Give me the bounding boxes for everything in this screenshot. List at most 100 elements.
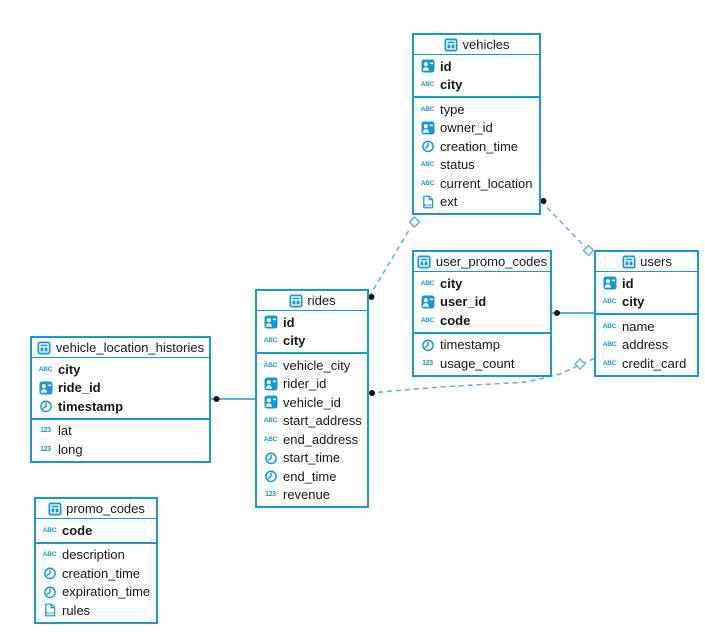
column-row[interactable]: ABC city bbox=[414, 274, 550, 293]
relationship-dot-marker bbox=[540, 198, 547, 204]
column-name: start_time bbox=[283, 450, 341, 466]
column-name: current_location bbox=[440, 175, 533, 191]
svg-text:JSON: JSON bbox=[45, 612, 55, 616]
column-name: city bbox=[58, 361, 81, 377]
column-row[interactable]: creation_time bbox=[36, 564, 156, 583]
number-123-icon: 123 bbox=[265, 491, 276, 499]
column-row[interactable]: creation_time bbox=[414, 137, 539, 156]
table-header[interactable]: promo_codes bbox=[36, 499, 156, 519]
clock-icon bbox=[420, 338, 435, 352]
column-name: end_time bbox=[283, 468, 337, 484]
table-grid-icon bbox=[288, 294, 303, 308]
text-abc-icon: ABC bbox=[420, 316, 435, 324]
table-header[interactable]: user_promo_codes bbox=[414, 252, 550, 272]
user-id-icon bbox=[420, 59, 435, 73]
table-header[interactable]: vehicles bbox=[414, 35, 539, 55]
column-name: expiration_time bbox=[62, 584, 151, 600]
column-name: city bbox=[440, 275, 463, 291]
column-name: creation_time bbox=[440, 138, 519, 154]
text-abc-icon: ABC bbox=[420, 105, 435, 113]
column-name: usage_count bbox=[440, 355, 515, 371]
column-name: revenue bbox=[283, 487, 330, 503]
column-row[interactable]: user_id bbox=[414, 293, 550, 312]
column-row[interactable]: ABC type bbox=[414, 100, 539, 119]
relationship-vehicle_location_histories-rides[interactable] bbox=[211, 396, 255, 402]
relationship-rides-vehicles[interactable] bbox=[368, 215, 421, 300]
table-header[interactable]: rides bbox=[257, 291, 367, 311]
text-abc-icon: ABC bbox=[42, 526, 57, 534]
relationship-line bbox=[368, 228, 411, 298]
column-row[interactable]: start_time bbox=[257, 449, 367, 468]
relationship-rides-users[interactable] bbox=[368, 357, 595, 397]
column-row[interactable]: ABC current_location bbox=[414, 174, 539, 193]
table-header[interactable]: users bbox=[596, 252, 697, 272]
column-row[interactable]: JSON rules bbox=[36, 601, 156, 620]
column-row[interactable]: vehicle_id bbox=[257, 393, 367, 412]
relationship-dot-marker bbox=[554, 310, 560, 316]
column-name: city bbox=[283, 333, 306, 349]
table-name: user_promo_codes bbox=[435, 254, 548, 269]
table-header[interactable]: vehicle_location_histories bbox=[32, 338, 209, 358]
table-name: vehicles bbox=[462, 37, 510, 52]
column-name: type bbox=[440, 101, 465, 117]
column-row[interactable]: owner_id bbox=[414, 119, 539, 138]
text-abc-icon: ABC bbox=[420, 279, 435, 287]
column-row[interactable]: rider_id bbox=[257, 375, 367, 394]
table-name: vehicle_location_histories bbox=[55, 340, 205, 355]
column-name: rules bbox=[62, 602, 91, 618]
column-row[interactable]: end_time bbox=[257, 467, 367, 486]
text-abc-icon: ABC bbox=[420, 179, 435, 187]
relationship-user_promo_codes-users[interactable] bbox=[552, 310, 594, 316]
column-name: id bbox=[283, 314, 295, 330]
column-row[interactable]: id bbox=[596, 274, 697, 293]
relationship-vehicles-users[interactable] bbox=[540, 198, 595, 257]
text-abc-icon: ABC bbox=[420, 161, 435, 169]
column-row[interactable]: expiration_time bbox=[36, 583, 156, 602]
table-grid-icon bbox=[444, 38, 459, 52]
column-row[interactable]: 123 revenue bbox=[257, 486, 367, 505]
column-row[interactable]: id bbox=[414, 57, 539, 76]
column-row[interactable]: ride_id bbox=[32, 379, 209, 398]
relationship-diamond-marker bbox=[582, 244, 595, 257]
text-abc-icon: ABC bbox=[602, 341, 617, 349]
json-icon: JSON bbox=[420, 195, 435, 209]
user-id-icon bbox=[263, 377, 278, 391]
text-abc-icon: ABC bbox=[42, 551, 57, 559]
column-row[interactable]: timestamp bbox=[414, 336, 550, 355]
table-grid-icon bbox=[47, 502, 62, 516]
table-grid-icon bbox=[37, 341, 52, 355]
text-abc-icon: ABC bbox=[263, 361, 278, 369]
column-row[interactable]: id bbox=[257, 313, 367, 332]
column-name: id bbox=[440, 58, 452, 74]
column-row[interactable]: timestamp bbox=[32, 397, 209, 416]
user-id-icon bbox=[263, 395, 278, 409]
